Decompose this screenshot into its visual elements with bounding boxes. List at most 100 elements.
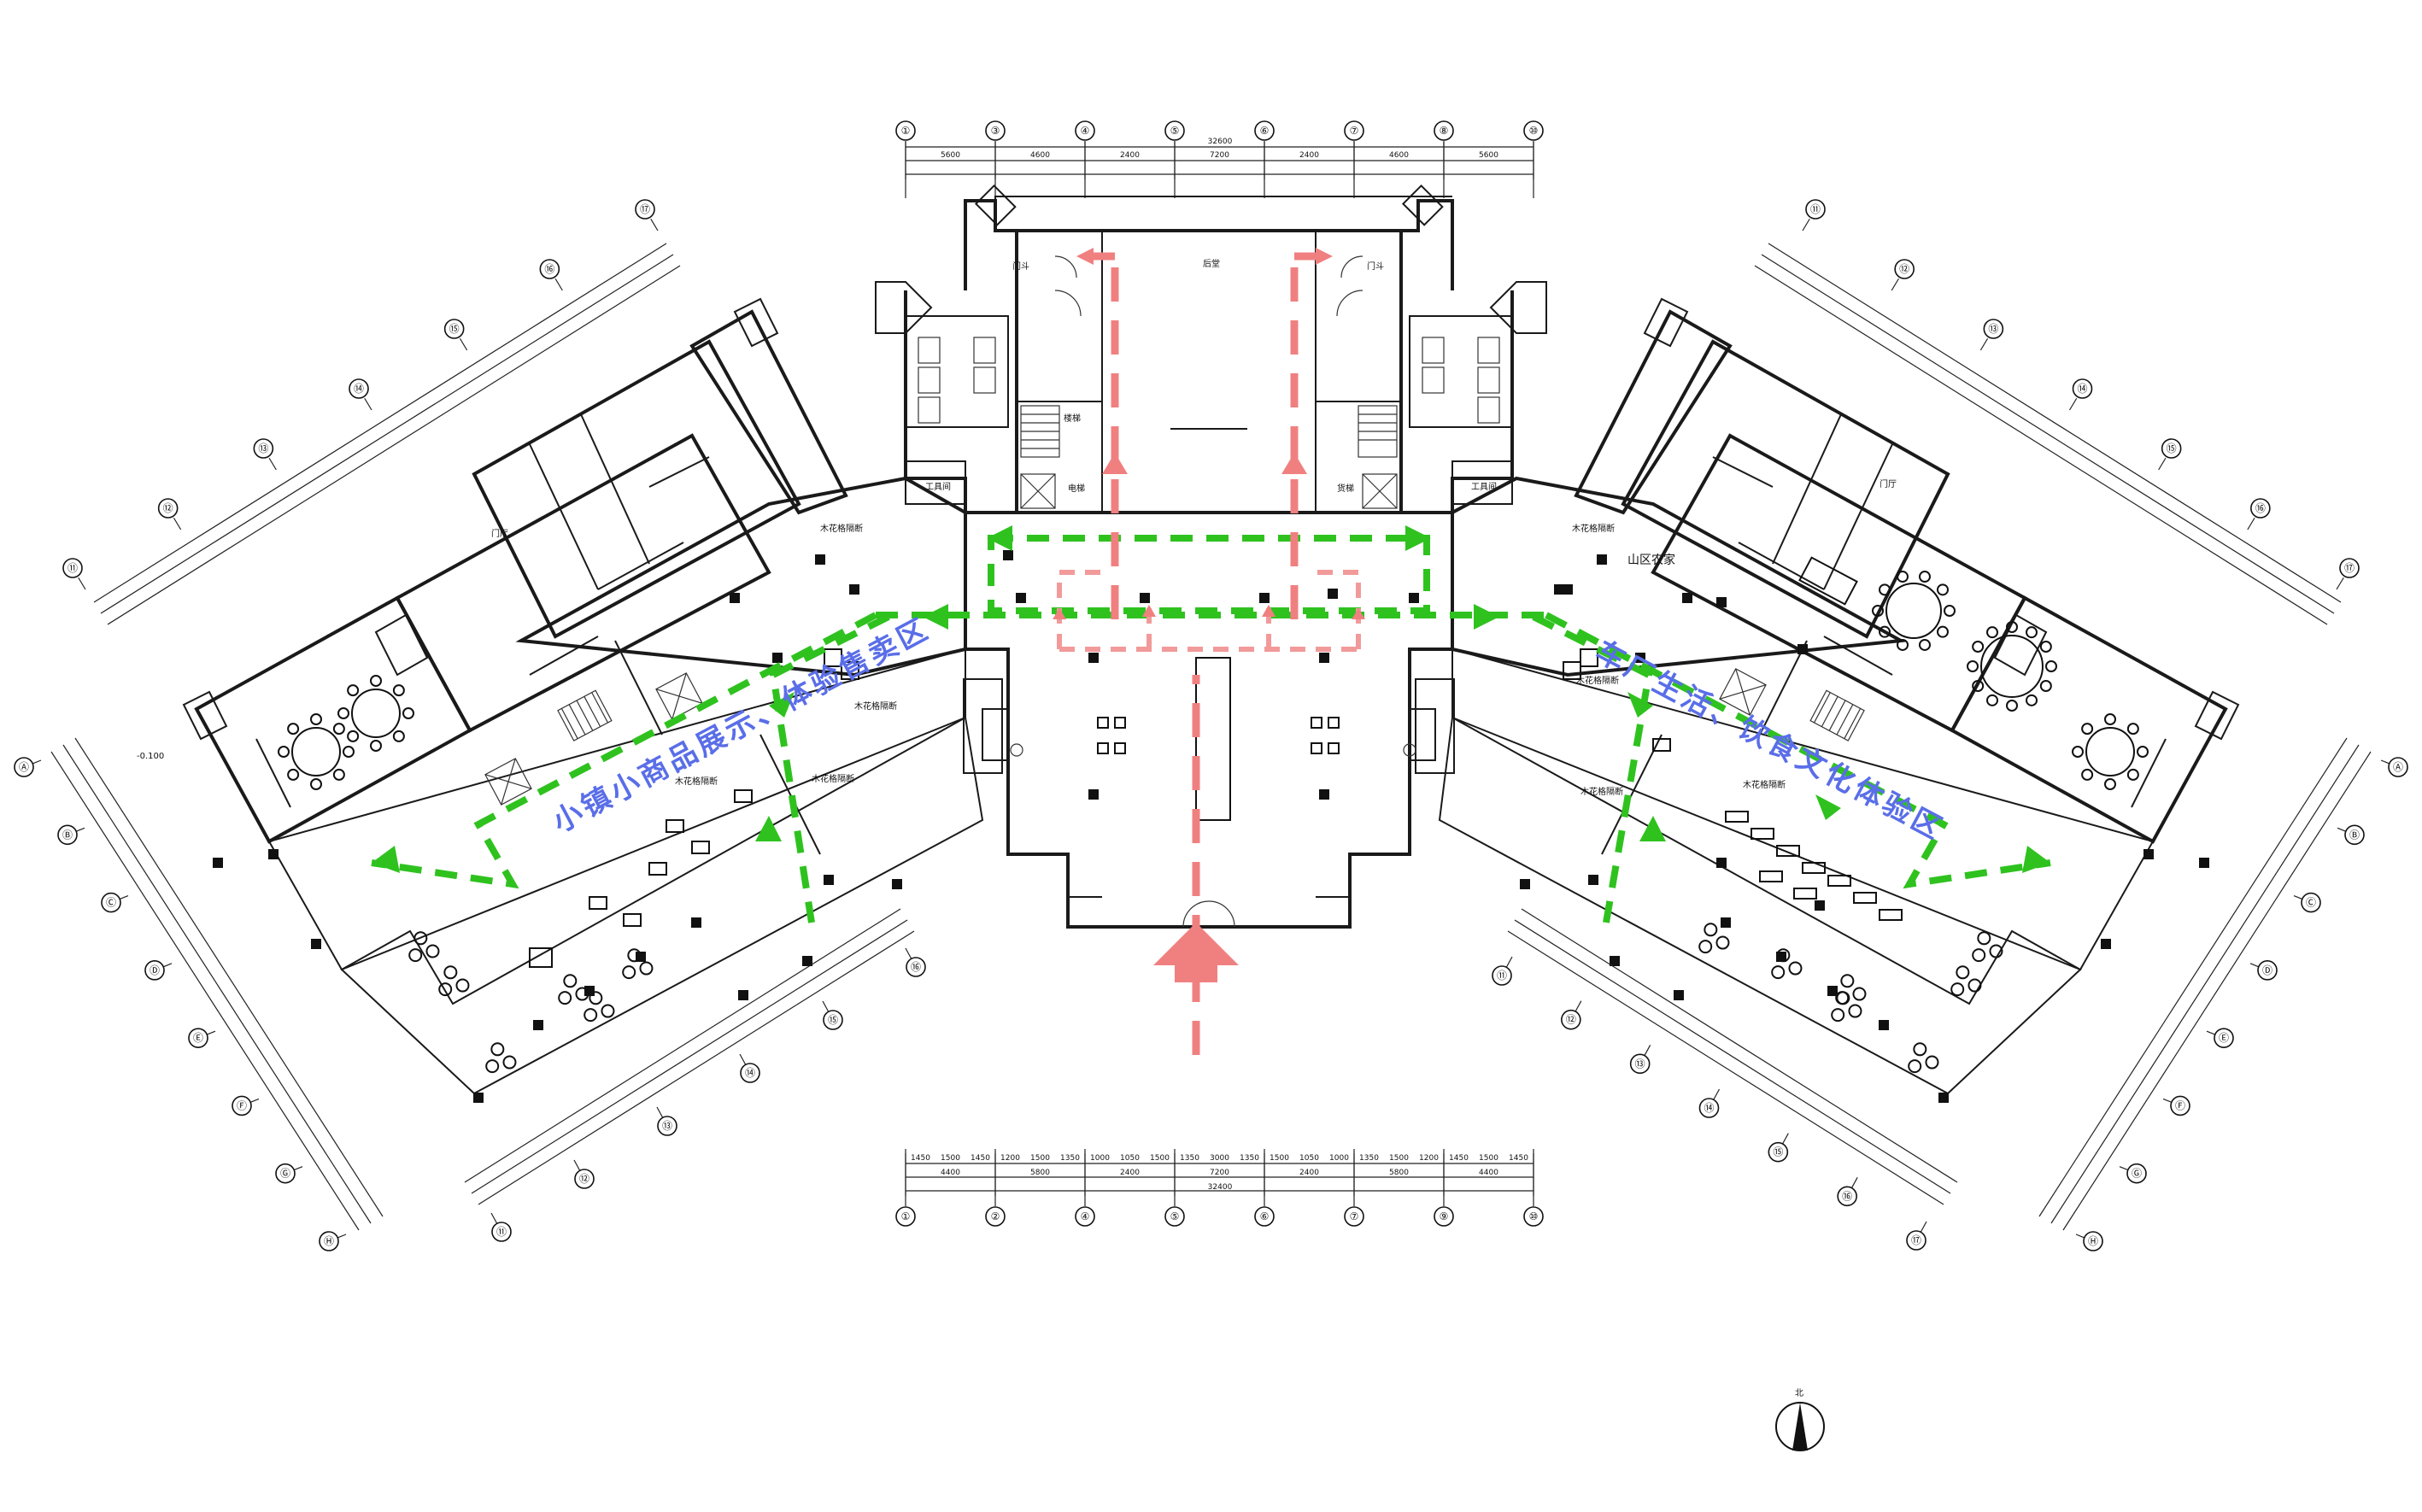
top-dim-5: 4600 [1389, 151, 1409, 160]
axis-bottom-4: ⑥ [1260, 1210, 1270, 1222]
axis-lwt-4: ⑮ [449, 323, 460, 335]
axis-top-3: ⑤ [1170, 125, 1180, 137]
red-entry-arrow [1153, 923, 1239, 982]
screen-label-3: 木花格隔断 [812, 773, 854, 784]
door-left-label: 门斗 [1012, 261, 1029, 272]
column-41 [2199, 858, 2209, 868]
column-33 [1827, 986, 1838, 996]
column-17 [584, 986, 595, 996]
column-20 [802, 956, 812, 966]
top-dim-2: 2400 [1120, 151, 1140, 160]
axis-rs-6: Ⓖ [2132, 1168, 2142, 1180]
axis-bottom-1: ② [991, 1210, 1000, 1222]
column-6 [1088, 653, 1099, 663]
structural-columns [213, 550, 2209, 1103]
zone-label-right: 车厂生活、饮食文化体验区 [1590, 635, 1950, 847]
green-arrow-left-top [987, 525, 1012, 551]
column-26 [1597, 554, 1607, 565]
bottom-detail-13: 1050 [1299, 1154, 1319, 1163]
bottom-detail-12: 1500 [1270, 1154, 1289, 1163]
column-32 [1776, 952, 1786, 962]
green-arrow-left-up [755, 816, 782, 841]
axis-lwb-2: ⑬ [662, 1120, 672, 1132]
bottom-detail-15: 1350 [1359, 1154, 1379, 1163]
red-arrow-left-turn [1076, 248, 1094, 265]
axis-rwb-1: ⑫ [1566, 1014, 1576, 1026]
green-arrow-left-end [372, 846, 400, 873]
mountain-farm-label: 山区农家 [1627, 553, 1675, 567]
bottom-detail-1: 1500 [941, 1154, 960, 1163]
bottom-detail-14: 1000 [1329, 1154, 1349, 1163]
hall-label: 后堂 [1203, 259, 1220, 269]
green-arrow-right-top [1405, 525, 1431, 551]
axis-lwt-0: ⑪ [67, 562, 78, 574]
bottom-detail-0: 1450 [911, 1154, 930, 1163]
column-46 [1815, 900, 1825, 911]
bottom-detail-11: 1350 [1240, 1154, 1259, 1163]
axis-ls-5: Ⓕ [237, 1099, 247, 1111]
bottom-dim-6: 4400 [1479, 1169, 1498, 1177]
axis-lwb-4: ⑮ [828, 1014, 838, 1026]
bottom-detail-4: 1500 [1030, 1154, 1050, 1163]
column-0 [1003, 550, 1013, 560]
tool-room-left-label: 工具间 [925, 481, 951, 492]
top-dim-0: 5600 [941, 151, 960, 160]
axis-rwt-3: ⑭ [2077, 383, 2087, 395]
axis-rs-4: Ⓔ [2219, 1032, 2229, 1044]
green-arrow-left-mid [923, 604, 948, 630]
axis-rwb-0: ⑪ [1497, 970, 1507, 982]
axis-top-1: ③ [991, 125, 1000, 137]
column-38 [1938, 1093, 1949, 1103]
column-2 [1140, 593, 1150, 603]
axis-lwt-5: ⑯ [544, 263, 554, 275]
column-21 [738, 990, 748, 1000]
column-42 [1554, 584, 1564, 595]
axis-ls-1: Ⓑ [62, 829, 73, 841]
green-arrow-right-down [1627, 692, 1653, 718]
axis-rs-2: Ⓒ [2306, 897, 2316, 909]
axis-ls-4: Ⓔ [193, 1032, 203, 1044]
axis-bottom-7: ⑩ [1529, 1210, 1539, 1222]
screen-label-2: 木花格隔断 [854, 700, 897, 712]
axis-ls-6: Ⓖ [280, 1168, 290, 1180]
column-31 [1721, 917, 1731, 928]
axis-lwt-6: ⑰ [640, 203, 650, 215]
axis-ls-2: Ⓒ [106, 897, 116, 909]
top-dim-6: 5600 [1479, 151, 1498, 160]
column-45 [1716, 858, 1727, 868]
zone-label-left: 小镇小商品展示、体验售卖区 [547, 612, 935, 840]
bottom-detail-5: 1350 [1060, 1154, 1080, 1163]
red-small-arrow-4 [1352, 608, 1365, 619]
column-7 [1319, 653, 1329, 663]
column-24 [268, 849, 279, 859]
axis-bottom-2: ④ [1081, 1210, 1090, 1222]
bottom-detail-19: 1500 [1479, 1154, 1498, 1163]
axis-rwb-5: ⑯ [1842, 1190, 1852, 1202]
column-4 [1328, 589, 1338, 599]
screen-label-8: 木花格隔断 [1743, 779, 1786, 790]
top-total-dim: 32600 [1208, 138, 1233, 146]
column-35 [1520, 879, 1530, 889]
central-block: 后堂 门斗 门斗 楼梯 电梯 货梯 工具间 工具间 [875, 184, 1547, 929]
axis-rwb-6: ⑰ [1911, 1234, 1921, 1246]
north-arrow: 北 [1775, 1388, 1825, 1451]
axis-bottom-0: ① [901, 1210, 911, 1222]
top-dim-4: 2400 [1299, 151, 1319, 160]
axis-rwt-1: ⑫ [1899, 263, 1909, 275]
bottom-detail-2: 1450 [971, 1154, 990, 1163]
bottom-dim-2: 2400 [1120, 1169, 1140, 1177]
axis-rwt-5: ⑯ [2255, 502, 2266, 514]
top-dim-3: 7200 [1210, 151, 1229, 160]
axis-lwb-3: ⑭ [745, 1067, 755, 1079]
axis-rs-7: Ⓗ [2088, 1235, 2098, 1247]
axis-rs-1: Ⓑ [2349, 829, 2360, 841]
bottom-dim-1: 5800 [1030, 1169, 1050, 1177]
bottom-dim-5: 5800 [1389, 1169, 1409, 1177]
green-arrow-left-down [769, 692, 795, 718]
